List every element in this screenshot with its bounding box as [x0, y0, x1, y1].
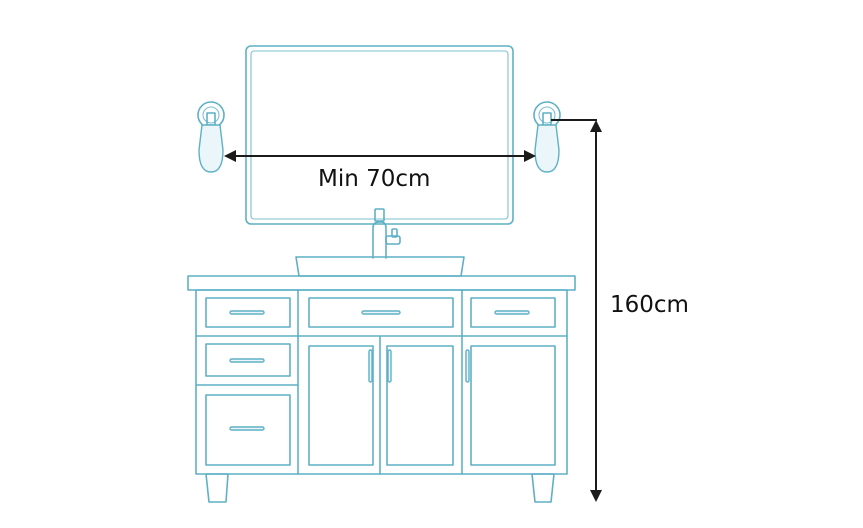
mirror — [245, 45, 514, 225]
arrowhead-up-icon — [590, 120, 602, 132]
faucet — [372, 208, 401, 259]
height-label: 160cm — [610, 292, 689, 318]
arrowhead-right-icon — [524, 150, 536, 162]
drawer-bottom-left — [205, 394, 291, 466]
drawer-top-left — [205, 297, 291, 328]
cabinet-door-center-left — [308, 345, 374, 466]
cabinet-leg-left — [205, 473, 229, 503]
drawer-top-right — [470, 297, 556, 328]
cabinet-leg-right — [531, 473, 555, 503]
height-dimension-arrow — [551, 119, 602, 502]
drawer-top-center — [308, 297, 454, 328]
arrowhead-left-icon — [224, 150, 236, 162]
arrowhead-down-icon — [590, 490, 602, 502]
vessel-sink — [295, 256, 465, 277]
wall-lamp-left — [197, 101, 225, 173]
cabinet-door-right — [465, 345, 556, 466]
drawer-middle-left — [205, 343, 291, 377]
width-dimension-arrow — [224, 150, 536, 162]
vanity-cabinet — [195, 289, 568, 475]
wall-lamp-right — [533, 101, 561, 173]
countertop — [187, 275, 576, 291]
width-label: Min 70cm — [318, 166, 431, 192]
cabinet-door-center-right — [386, 345, 454, 466]
